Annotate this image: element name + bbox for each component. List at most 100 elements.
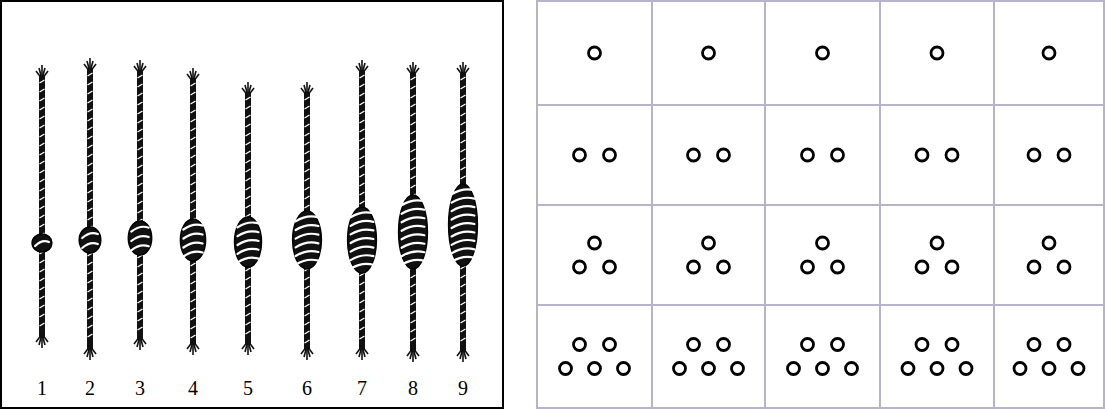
twist-mark: [88, 298, 93, 301]
knot-turn: [183, 243, 202, 248]
twist-mark: [411, 149, 416, 152]
twist-mark: [360, 156, 365, 159]
twist-mark: [40, 107, 45, 110]
twist-mark: [411, 329, 416, 332]
twist-mark: [40, 278, 45, 281]
knot: [128, 221, 151, 255]
knot: [32, 234, 52, 252]
cord-number: 4: [188, 378, 198, 398]
count-dot: [802, 339, 814, 351]
twist-mark: [360, 318, 365, 321]
twist-mark: [40, 134, 45, 137]
knot: [79, 227, 101, 253]
count-dot: [931, 363, 943, 375]
twist-mark: [411, 122, 416, 125]
twist-mark: [88, 289, 93, 292]
twist-mark: [138, 282, 143, 285]
fray: [248, 88, 254, 96]
count-dot: [946, 261, 958, 273]
twist-mark: [40, 269, 45, 272]
knot-turn: [402, 200, 425, 205]
count-dot: [817, 47, 829, 59]
twist-mark: [138, 174, 143, 177]
twist-mark: [246, 160, 251, 163]
count-dot: [703, 363, 715, 375]
twist-mark: [138, 201, 143, 204]
count-dot: [1072, 363, 1084, 375]
knot-turn: [296, 242, 319, 247]
knot-turn: [131, 236, 148, 241]
twist-mark: [411, 95, 416, 98]
count-dot: [688, 261, 700, 273]
twist-mark: [40, 116, 45, 119]
twist-mark: [40, 98, 45, 101]
twist-mark: [88, 172, 93, 175]
twist-mark: [191, 155, 196, 158]
twist-mark: [461, 122, 466, 125]
twist-mark: [246, 106, 251, 109]
twist-mark: [191, 83, 196, 86]
knot-turn: [402, 217, 425, 222]
twist-mark: [40, 287, 45, 290]
twist-mark: [138, 318, 143, 321]
fray: [463, 348, 469, 356]
twist-mark: [88, 136, 93, 139]
twist-mark: [40, 125, 45, 128]
cord: [79, 58, 101, 360]
twist-mark: [246, 133, 251, 136]
twist-mark: [138, 264, 143, 267]
twist-mark: [40, 305, 45, 308]
twist-mark: [40, 323, 45, 326]
knot-turn: [82, 243, 98, 248]
twist-mark: [411, 338, 416, 341]
twist-mark: [305, 142, 310, 145]
twist-mark: [305, 169, 310, 172]
cord-line: [190, 78, 196, 345]
twist-mark: [360, 309, 365, 312]
twist-mark: [461, 176, 466, 179]
count-dot: [832, 261, 844, 273]
twist-mark: [191, 164, 196, 167]
twist-mark: [191, 137, 196, 140]
twist-mark: [461, 158, 466, 161]
knot-turn: [183, 234, 202, 239]
twist-mark: [360, 174, 365, 177]
twist-mark: [305, 304, 310, 307]
count-dot: [718, 339, 730, 351]
fray: [42, 71, 48, 79]
knot-turn: [351, 247, 374, 252]
twist-mark: [138, 120, 143, 123]
twist-mark: [411, 311, 416, 314]
knot-turn: [296, 260, 319, 265]
twist-mark: [305, 151, 310, 154]
twist-mark: [191, 101, 196, 104]
twist-mark: [40, 80, 45, 83]
knot: [235, 217, 262, 267]
count-dot: [1028, 261, 1040, 273]
cord-line: [39, 75, 45, 338]
count-dot: [902, 363, 914, 375]
knot: [293, 211, 322, 269]
twist-mark: [88, 154, 93, 157]
twist-mark: [40, 206, 45, 209]
count-dot: [560, 363, 572, 375]
count-dot: [703, 237, 715, 249]
twist-mark: [246, 268, 251, 271]
knot-turn: [402, 243, 425, 248]
knot: [348, 207, 377, 273]
knot-turn: [402, 234, 425, 239]
twist-mark: [360, 282, 365, 285]
twist-mark: [360, 165, 365, 168]
twist-mark: [40, 260, 45, 263]
twist-mark: [138, 273, 143, 276]
knot-turn: [452, 240, 475, 245]
count-dot: [574, 261, 586, 273]
twist-mark: [305, 178, 310, 181]
twist-mark: [191, 146, 196, 149]
twist-mark: [246, 304, 251, 307]
count-dot: [718, 261, 730, 273]
twist-mark: [246, 277, 251, 280]
twist-mark: [40, 296, 45, 299]
knot-turn: [452, 223, 475, 228]
twist-mark: [461, 104, 466, 107]
